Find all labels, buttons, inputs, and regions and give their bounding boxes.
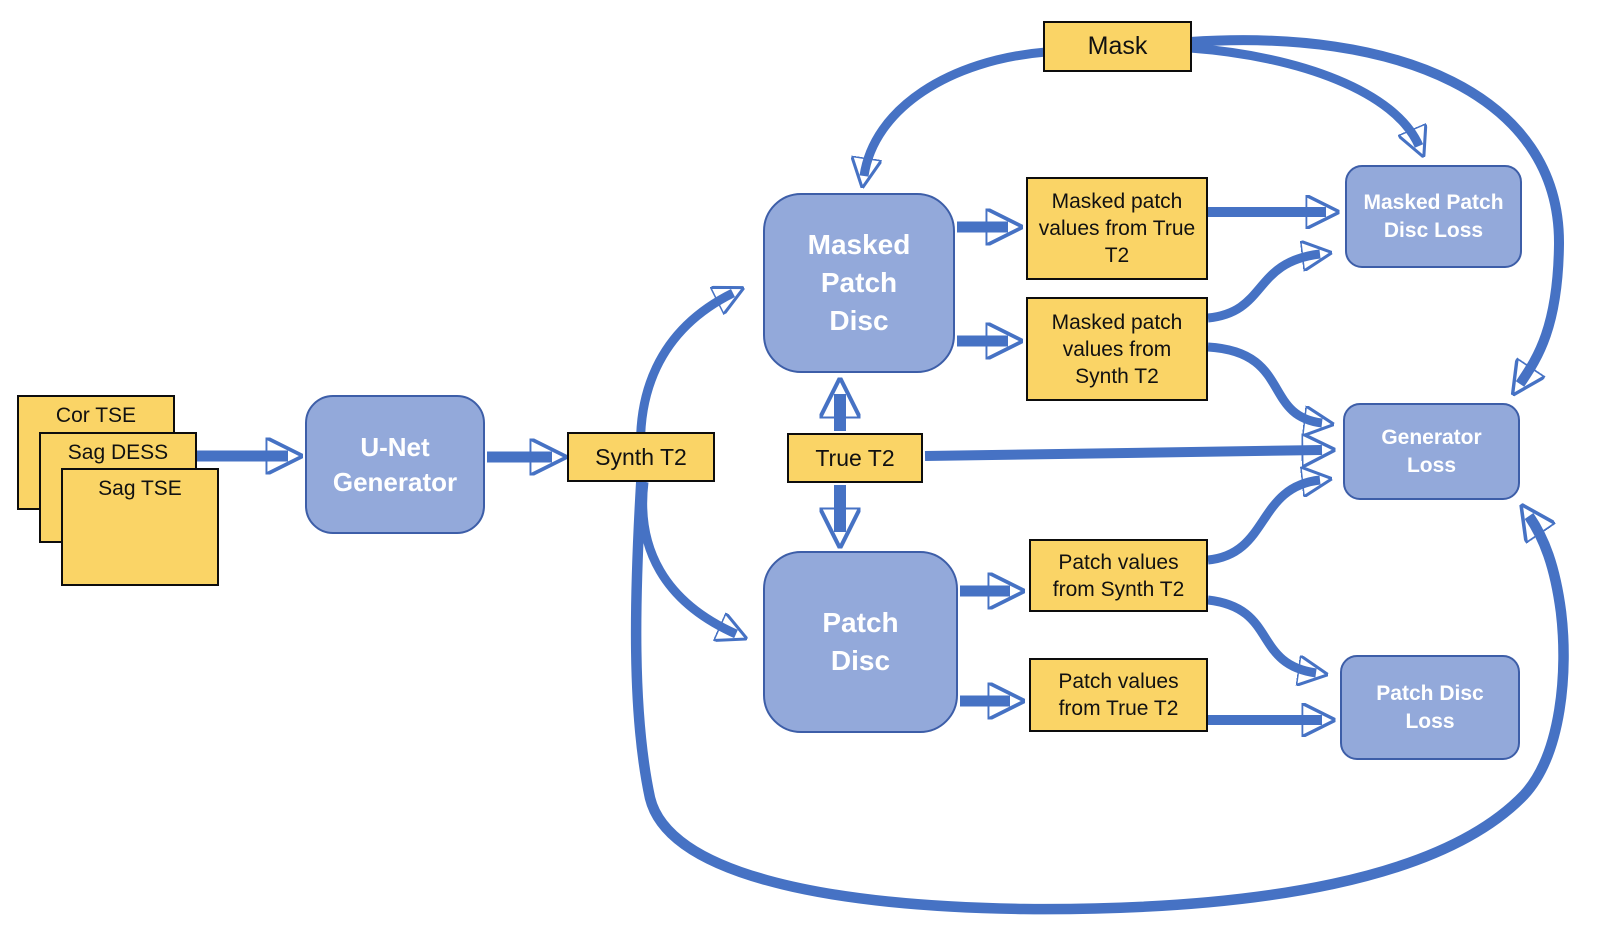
edge-patch-values-synth-to-generator-loss	[1207, 480, 1320, 565]
edge-mask-to-generator-loss	[1189, 35, 1565, 384]
edge-mask-to-masked-patch-disc	[864, 47, 1047, 176]
node-unet-generator: U-Net Generator	[305, 395, 485, 534]
node-unet-generator-label: U-Net Generator	[332, 431, 458, 497]
edge-masked-values-synth-to-generator-loss	[1207, 342, 1322, 423]
node-generator-loss-label: Generator Loss	[1381, 425, 1482, 477]
edge-masked-values-synth-to-masked-patch-disc-loss	[1207, 254, 1320, 323]
node-true-t2: True T2	[787, 433, 923, 483]
edge-synth-t2-to-patch-disc	[638, 481, 736, 634]
node-masked-values-synth-t2-label: Masked patch values from Synth T2	[1051, 310, 1183, 388]
node-true-t2-label: True T2	[815, 444, 895, 471]
node-synth-t2: Synth T2	[567, 432, 715, 482]
node-patch-disc-loss-label: Patch Disc Loss	[1376, 681, 1484, 733]
node-patch-values-synth-t2: Patch values from Synth T2	[1029, 539, 1208, 612]
node-cor-tse-label: Cor TSE	[55, 404, 137, 427]
node-sag-dess-label: Sag DESS	[67, 441, 169, 464]
node-masked-patch-disc-loss-label: Masked Patch Disc Loss	[1363, 190, 1504, 242]
node-patch-disc-label: Patch Disc	[822, 607, 899, 676]
node-masked-values-true-t2-label: Masked patch values from True T2	[1038, 190, 1196, 267]
edge-mask-to-masked-patch-disc-loss	[1189, 43, 1419, 146]
node-synth-t2-label: Synth T2	[595, 443, 687, 470]
node-sag-tse-label: Sag TSE	[98, 477, 182, 500]
node-mask: Mask	[1043, 21, 1192, 72]
node-patch-disc-loss: Patch Disc Loss	[1340, 655, 1520, 760]
node-masked-values-synth-t2: Masked patch values from Synth T2	[1026, 297, 1208, 401]
node-sag-tse: Sag TSE	[61, 468, 219, 586]
node-mask-label: Mask	[1087, 32, 1148, 60]
node-patch-disc: Patch Disc	[763, 551, 958, 733]
node-patch-values-synth-t2-label: Patch values from Synth T2	[1052, 550, 1185, 601]
edge-true-t2-to-generator-loss	[924, 450, 1322, 456]
node-patch-values-true-t2: Patch values from True T2	[1029, 658, 1208, 732]
node-generator-loss: Generator Loss	[1343, 403, 1520, 500]
node-masked-patch-disc-label: Masked Patch Disc	[807, 229, 911, 336]
node-masked-patch-disc: Masked Patch Disc	[763, 193, 955, 373]
edge-patch-values-synth-to-patch-disc-loss	[1207, 595, 1316, 673]
node-patch-values-true-t2-label: Patch values from True T2	[1058, 670, 1179, 720]
node-masked-patch-disc-loss: Masked Patch Disc Loss	[1345, 165, 1522, 268]
node-masked-values-true-t2: Masked patch values from True T2	[1026, 177, 1208, 280]
edge-synth-t2-to-generator-loss-loop	[630, 469, 1569, 915]
